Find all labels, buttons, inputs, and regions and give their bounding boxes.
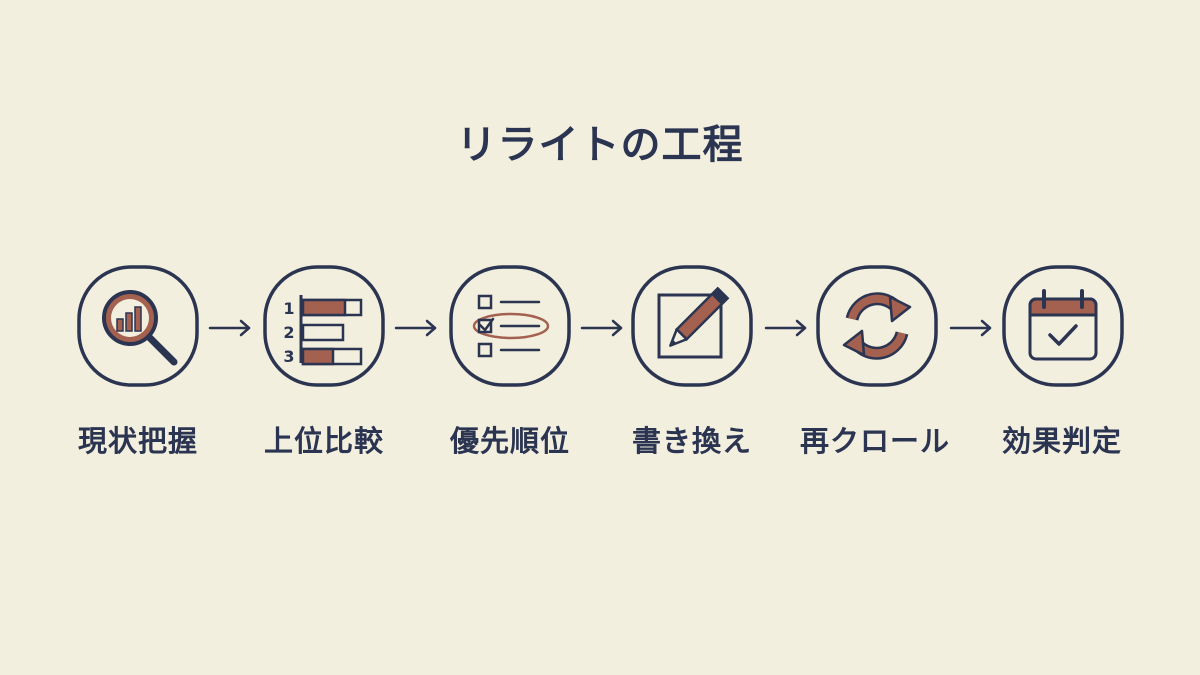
step-5-label: 再クロール <box>799 424 950 458</box>
step-3-label: 優先順位 <box>449 424 570 458</box>
checklist-icon <box>449 265 571 387</box>
arrow-icon <box>579 316 625 340</box>
ranked-bars-icon: 1 2 3 <box>263 265 385 387</box>
calendar-check-icon <box>1002 265 1124 387</box>
magnifier-chart-icon <box>77 265 199 387</box>
step-6-icon-circle <box>1000 263 1126 389</box>
arrow-icon <box>207 316 253 340</box>
step-3-icon-circle <box>447 263 573 389</box>
page-title: リライトの工程 <box>456 122 744 168</box>
pencil-edit-icon <box>631 265 753 387</box>
rank-number-2: 2 <box>283 323 294 342</box>
step-2-label: 上位比較 <box>263 424 384 458</box>
step-1-label: 現状把握 <box>77 424 198 458</box>
step-6-label: 効果判定 <box>1001 424 1122 458</box>
arrow-icon <box>948 316 994 340</box>
rank-number-3: 3 <box>283 347 294 366</box>
step-4-icon-circle <box>629 263 755 389</box>
step-1-icon-circle <box>75 263 201 389</box>
arrow-icon <box>763 316 809 340</box>
step-4-label: 書き換え <box>631 424 752 458</box>
step-2-icon-circle: 1 2 3 <box>261 263 387 389</box>
arrow-icon <box>393 316 439 340</box>
step-5-icon-circle <box>814 263 940 389</box>
refresh-arrows-icon <box>816 265 938 387</box>
rank-number-1: 1 <box>283 299 294 318</box>
